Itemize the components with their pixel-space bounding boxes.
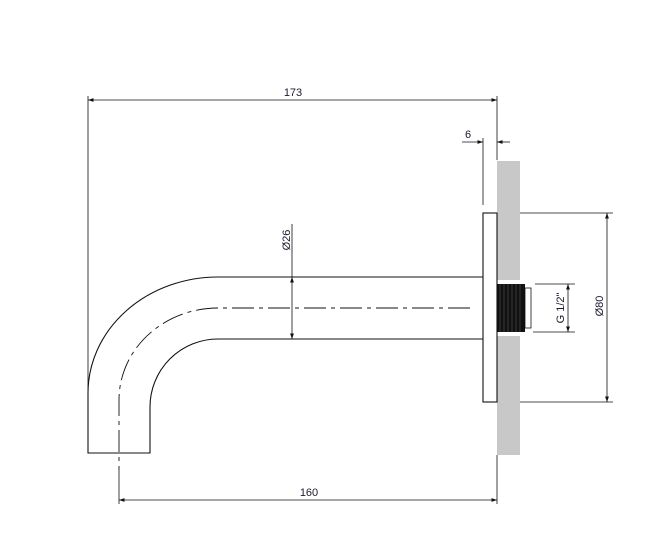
dimension-label-173: 173: [284, 87, 302, 99]
dimension-flange-thickness: 6: [462, 129, 510, 205]
wall-flange: [482, 212, 498, 403]
dimension-label-6: 6: [465, 129, 471, 141]
dimension-label-160: 160: [300, 487, 318, 499]
dimension-thread: G 1/2": [533, 283, 575, 333]
wall-section: [497, 161, 520, 455]
dimension-label-diameter-26: Ø26: [281, 230, 293, 251]
thread-connector: [497, 284, 532, 332]
dimension-spout-length: 160: [118, 455, 498, 504]
dimension-flange-diameter: Ø80: [520, 212, 613, 403]
spout-pipe: [87, 276, 483, 470]
dimension-label-thread: G 1/2": [555, 293, 567, 324]
dimension-label-diameter-80: Ø80: [594, 296, 606, 317]
dimension-overall-length: 173: [87, 87, 498, 393]
dimension-pipe-diameter: Ø26: [281, 224, 294, 339]
